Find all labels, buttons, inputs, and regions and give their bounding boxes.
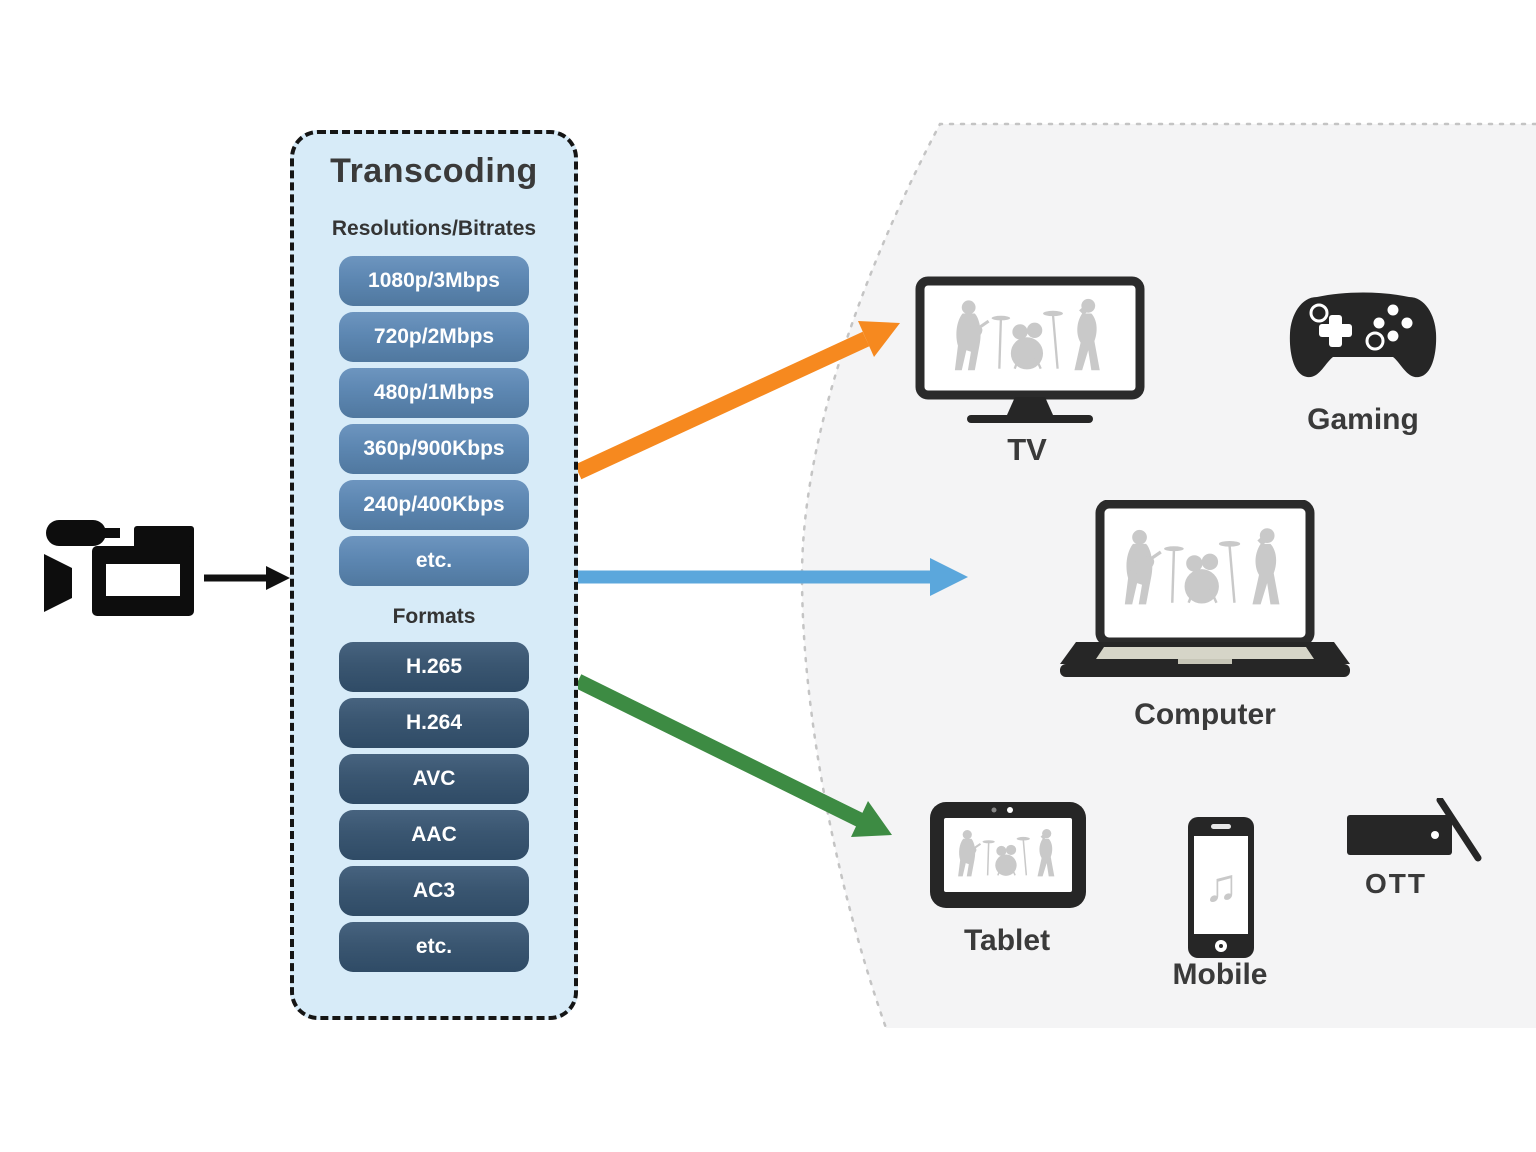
resolution-chip: 480p/1Mbps xyxy=(339,368,529,418)
resolution-chip: etc. xyxy=(339,536,529,586)
transcoding-panel: Transcoding Resolutions/Bitrates 1080p/3… xyxy=(290,130,578,1020)
arrow-to-tablet xyxy=(574,674,864,827)
video-camera-icon xyxy=(44,520,194,616)
format-chip: H.265 xyxy=(339,642,529,692)
tablet-label: Tablet xyxy=(963,924,1051,957)
computer-label: Computer xyxy=(1134,698,1276,731)
arrow-to-tv xyxy=(574,331,870,480)
laptop-icon xyxy=(1060,500,1350,677)
resolution-chip: 360p/900Kbps xyxy=(339,424,529,474)
arrow-to-computer-head xyxy=(930,558,968,596)
format-chip: AC3 xyxy=(339,866,529,916)
format-chip: AAC xyxy=(339,810,529,860)
format-chip: H.264 xyxy=(339,698,529,748)
game-controller-icon xyxy=(1289,292,1437,378)
tv-label: TV xyxy=(1007,432,1047,467)
resolution-chip: 240p/400Kbps xyxy=(339,480,529,530)
resolutions-heading: Resolutions/Bitrates xyxy=(331,217,537,240)
smartphone-icon: ♫ xyxy=(1188,817,1254,958)
gaming-label: Gaming xyxy=(1307,403,1419,436)
arrow-to-tablet-head xyxy=(851,801,892,837)
music-note-glyph: ♫ xyxy=(1204,859,1239,911)
panel-title: Transcoding xyxy=(330,152,538,190)
format-chip: etc. xyxy=(339,922,529,972)
formats-heading: Formats xyxy=(392,605,476,628)
format-chip: AVC xyxy=(339,754,529,804)
tablet-icon xyxy=(930,802,1086,908)
source-arrow-head xyxy=(266,566,290,590)
tv-icon xyxy=(915,276,1145,423)
target-zone-dotted-border xyxy=(800,122,1536,1030)
mobile-label: Mobile xyxy=(1172,958,1268,991)
arrow-to-tv-head xyxy=(858,321,900,357)
ott-label: OTT xyxy=(1365,868,1427,899)
set-top-box-icon xyxy=(1347,798,1482,862)
resolution-chip: 1080p/3Mbps xyxy=(339,256,529,306)
resolution-chip: 720p/2Mbps xyxy=(339,312,529,362)
